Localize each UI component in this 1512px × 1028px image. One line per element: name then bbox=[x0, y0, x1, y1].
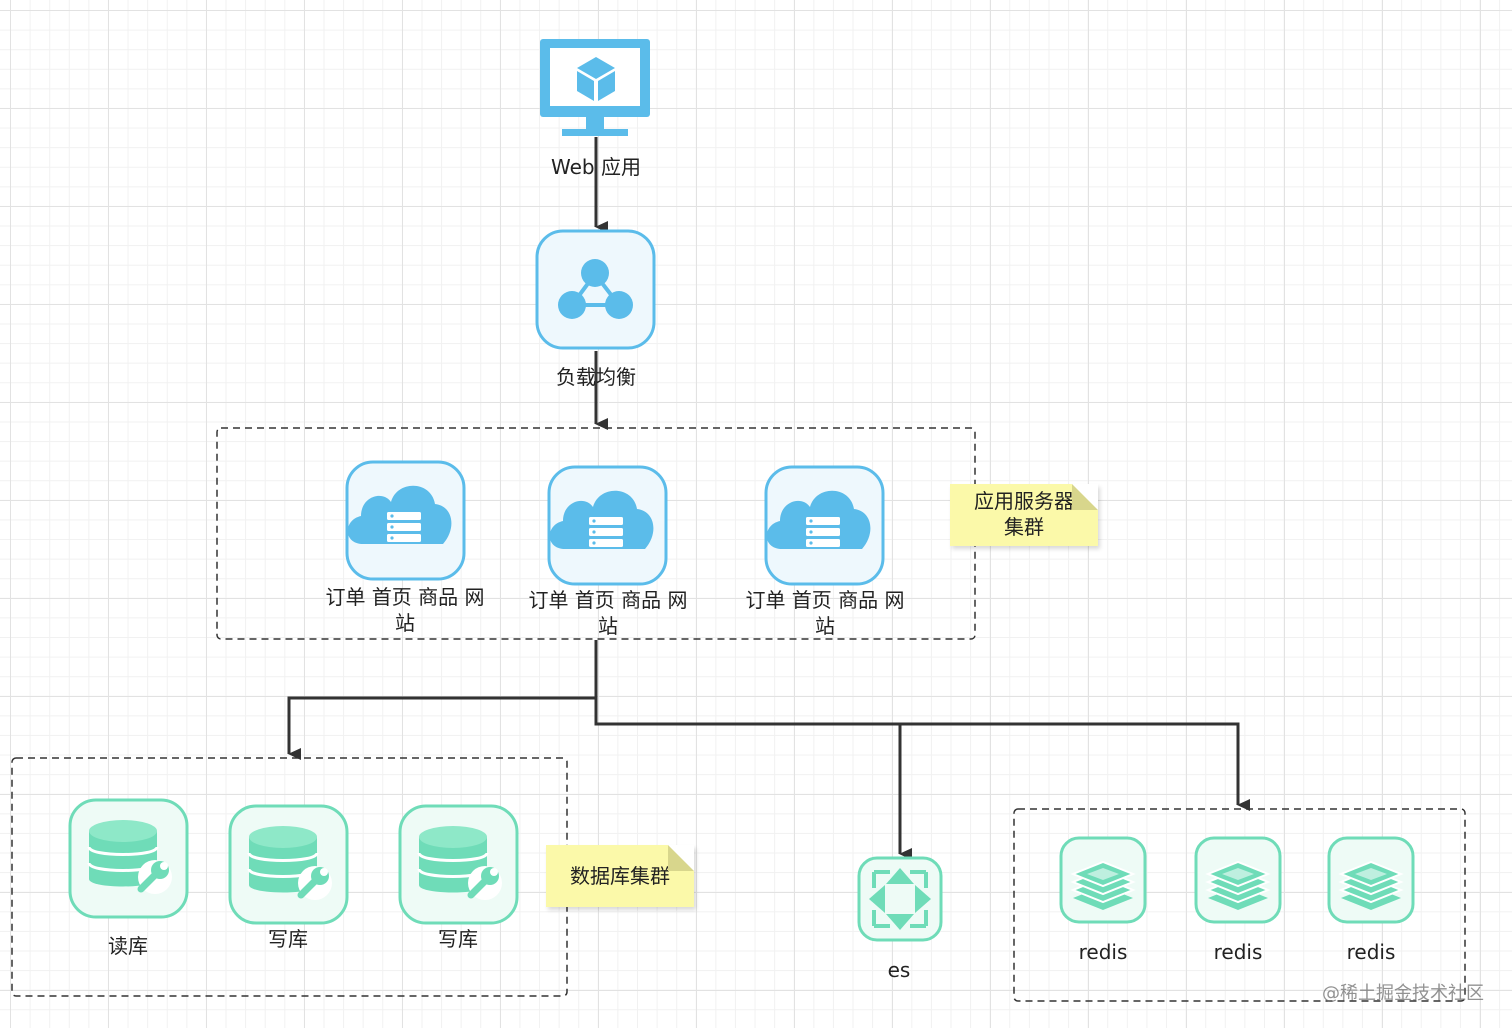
app-server-label-line2: 站 bbox=[815, 614, 835, 638]
watermark: @稀土掘金技术社区 bbox=[1322, 983, 1484, 1004]
redis-stack-icon bbox=[1059, 836, 1147, 924]
app-cluster-note-line2: 集群 bbox=[1004, 515, 1044, 539]
app-server-label-line2: 站 bbox=[598, 614, 618, 638]
app-server-label-line1: 订单 首页 商品 网 bbox=[745, 588, 905, 612]
cloud-server-icon bbox=[547, 465, 668, 586]
load-balancer-label: 负载均衡 bbox=[556, 365, 636, 389]
redis-label: redis bbox=[1346, 940, 1396, 964]
app-server-label-line2: 站 bbox=[395, 611, 415, 635]
connector-cluster-to-db bbox=[287, 640, 598, 760]
database-label: 读库 bbox=[108, 934, 148, 958]
db-cluster-note: 数据库集群 bbox=[546, 845, 694, 907]
database-wrench-icon bbox=[228, 804, 349, 925]
search-service-icon bbox=[857, 856, 943, 942]
connector-cluster-to-es bbox=[594, 640, 912, 860]
web-app-label: Web 应用 bbox=[551, 155, 641, 179]
db-cluster-note-text: 数据库集群 bbox=[570, 864, 670, 888]
database-wrench-icon bbox=[398, 804, 519, 925]
load-balancer-icon bbox=[535, 229, 656, 350]
app-cluster-note: 应用服务器 集群 bbox=[950, 484, 1098, 546]
redis-stack-icon bbox=[1194, 836, 1282, 924]
redis-label: redis bbox=[1078, 940, 1128, 964]
app-cluster-note-line1: 应用服务器 bbox=[974, 489, 1074, 513]
app-server-label: 订单 首页 商品 网 站 bbox=[508, 587, 708, 639]
redis-label: redis bbox=[1213, 940, 1263, 964]
app-server-label: 订单 首页 商品 网 站 bbox=[305, 584, 505, 636]
cloud-server-icon bbox=[764, 465, 885, 586]
es-label: es bbox=[887, 958, 911, 982]
database-label: 写库 bbox=[268, 927, 308, 951]
app-server-label-line1: 订单 首页 商品 网 bbox=[325, 585, 485, 609]
database-label: 写库 bbox=[438, 927, 478, 951]
monitor-cube-icon bbox=[540, 39, 650, 136]
connector-cluster-to-redis bbox=[596, 722, 1250, 811]
cloud-server-icon bbox=[345, 460, 466, 581]
database-wrench-icon bbox=[68, 798, 189, 919]
app-server-label: 订单 首页 商品 网 站 bbox=[725, 587, 925, 639]
app-server-label-line1: 订单 首页 商品 网 bbox=[528, 588, 688, 612]
redis-stack-icon bbox=[1327, 836, 1415, 924]
database-cluster-boundary bbox=[11, 757, 568, 997]
